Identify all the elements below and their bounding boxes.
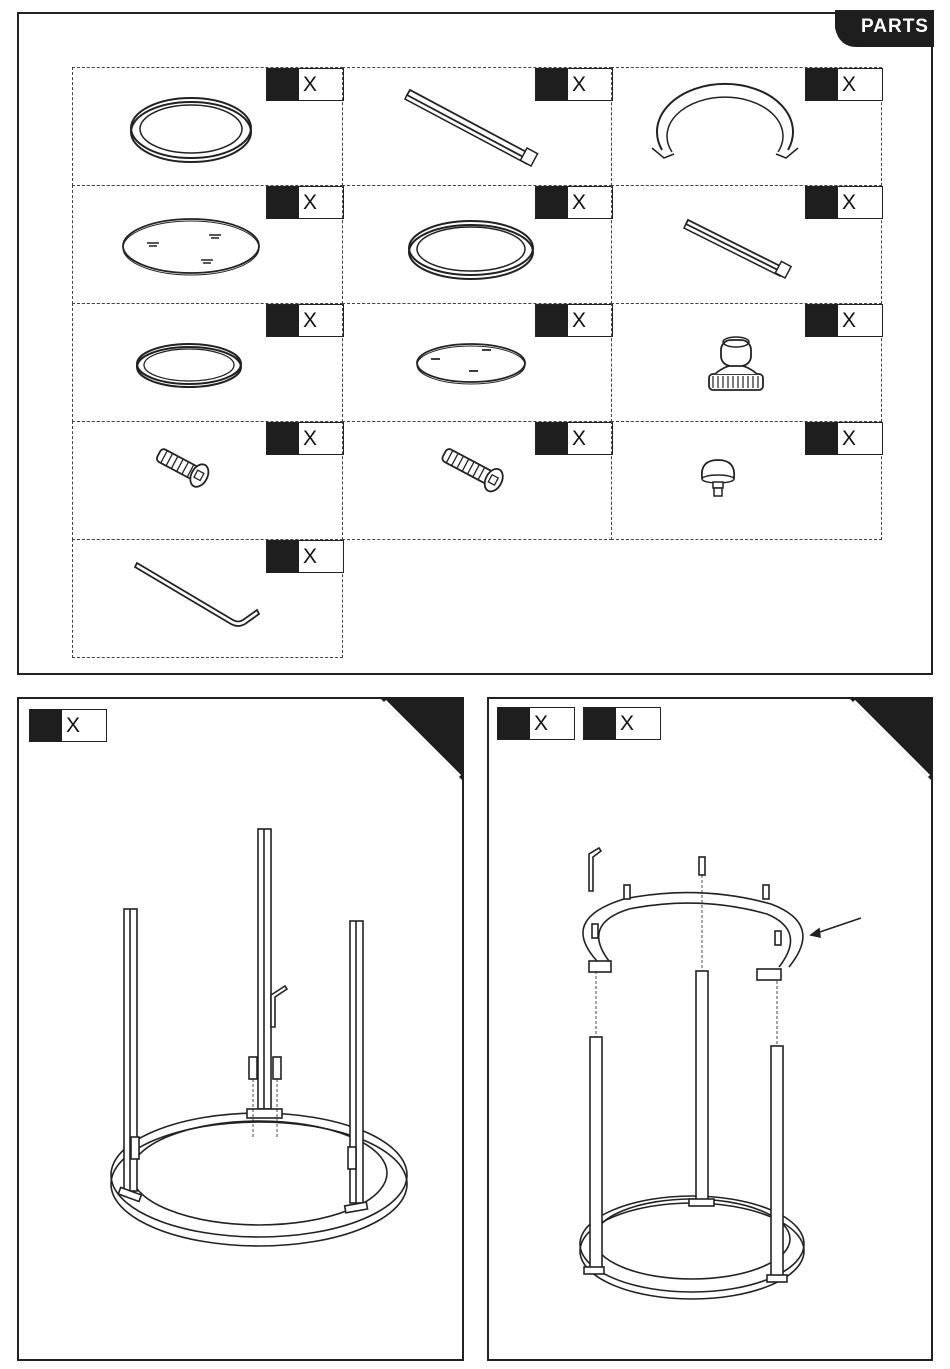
part-cell-12: X (611, 421, 882, 540)
part-cell-11: X (342, 421, 612, 540)
qty-symbol: X (842, 191, 856, 215)
qty-symbol: X (303, 545, 317, 569)
qty-symbol: X (842, 73, 856, 97)
qty-blank (806, 187, 838, 218)
qty-symbol: X (572, 427, 586, 451)
part-cell-4: X (72, 185, 343, 304)
qty-blank (536, 305, 568, 336)
step-1-assembly-diagram (19, 699, 462, 1359)
qty-box-5: X (535, 186, 613, 219)
qty-blank (806, 423, 838, 454)
qty-box-13: X (266, 540, 344, 573)
qty-box-11: X (535, 422, 613, 455)
step-2-panel: X X (487, 697, 933, 1361)
qty-blank (267, 305, 299, 336)
part-cell-6: X (611, 185, 882, 304)
qty-symbol: X (303, 309, 317, 333)
qty-box-3: X (805, 68, 883, 101)
part-cell-1: X (72, 67, 343, 186)
qty-symbol: X (572, 309, 586, 333)
part-cell-2: X (342, 67, 612, 186)
qty-box-7: X (266, 304, 344, 337)
part-cell-10: X (72, 421, 343, 540)
part-cell-9: X (611, 303, 882, 422)
qty-symbol: X (572, 73, 586, 97)
qty-box-9: X (805, 304, 883, 337)
qty-symbol: X (303, 73, 317, 97)
qty-symbol: X (303, 427, 317, 451)
parts-title: PARTS (861, 16, 929, 38)
parts-tab: PARTS (835, 10, 934, 47)
qty-blank (267, 423, 299, 454)
qty-box-6: X (805, 186, 883, 219)
qty-box-4: X (266, 186, 344, 219)
part-cell-13: X (72, 539, 343, 658)
qty-blank (267, 541, 299, 572)
qty-blank (806, 69, 838, 100)
qty-blank (536, 423, 568, 454)
qty-box-10: X (266, 422, 344, 455)
step-2-assembly-diagram (489, 699, 931, 1359)
qty-symbol: X (842, 309, 856, 333)
part-cell-8: X (342, 303, 612, 422)
qty-box-1: X (266, 68, 344, 101)
step-1-panel: X (17, 697, 464, 1361)
qty-symbol: X (572, 191, 586, 215)
qty-blank (536, 69, 568, 100)
qty-blank (806, 305, 838, 336)
qty-symbol: X (303, 191, 317, 215)
qty-blank (267, 69, 299, 100)
qty-symbol: X (842, 427, 856, 451)
part-cell-7: X (72, 303, 343, 422)
qty-box-2: X (535, 68, 613, 101)
qty-box-8: X (535, 304, 613, 337)
qty-blank (267, 187, 299, 218)
part-cell-3: X (611, 67, 882, 186)
part-cell-5: X (342, 185, 612, 304)
qty-blank (536, 187, 568, 218)
qty-box-12: X (805, 422, 883, 455)
